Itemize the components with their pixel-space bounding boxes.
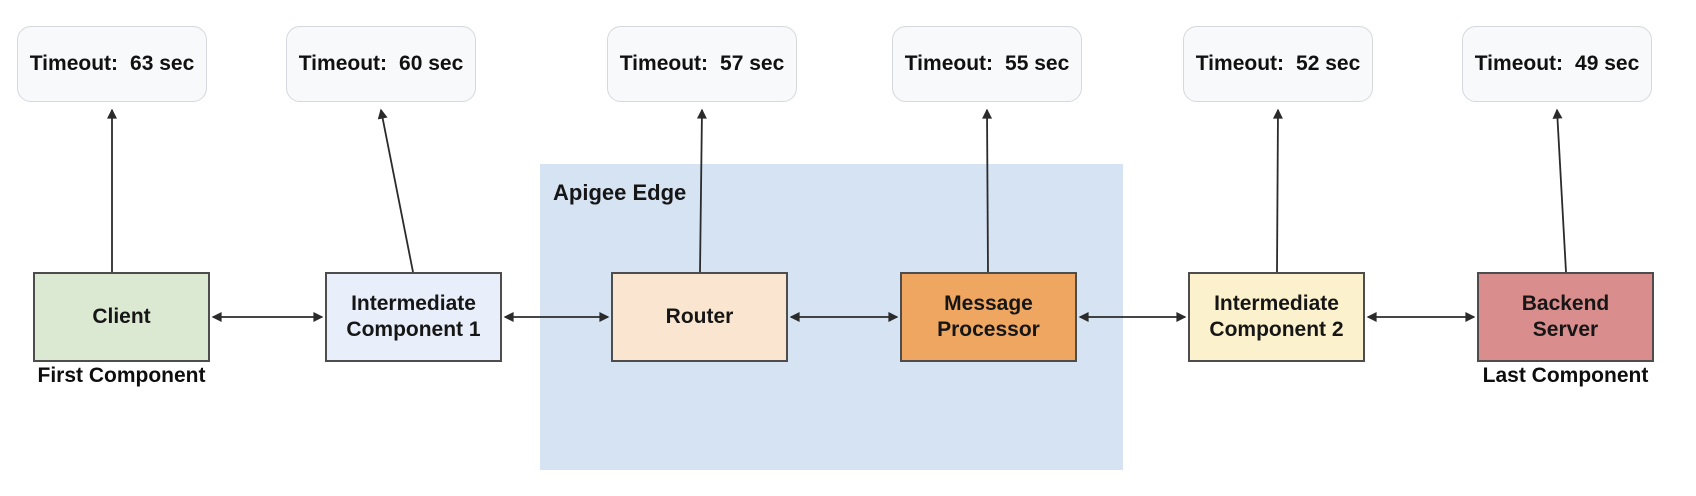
first-component-caption: First Component xyxy=(37,364,206,387)
component-label: Intermediate xyxy=(351,292,476,315)
component-label: Intermediate xyxy=(1214,292,1339,315)
timeout-label: Timeout: xyxy=(904,52,994,75)
timeout-value: 52 sec xyxy=(1296,52,1361,75)
component-box-client: Client xyxy=(33,272,210,362)
timeout-label: Timeout: xyxy=(1195,52,1285,75)
timeout-value: 60 sec xyxy=(399,52,464,75)
arrow-intermediate-2-timeout xyxy=(1272,108,1283,273)
last-component-caption: Last Component xyxy=(1482,364,1649,387)
arrow-intermediate-1-timeout xyxy=(377,108,414,273)
timeout-value: 55 sec xyxy=(1005,52,1070,75)
component-label-line-2: Server xyxy=(1532,318,1599,341)
timeout-value: 63 sec xyxy=(130,52,195,75)
timeout-label: Timeout: xyxy=(298,52,388,75)
arrow-message-processor-timeout xyxy=(982,108,993,273)
timeout-badge-intermediate-2: Timeout: 52 sec xyxy=(1183,26,1373,102)
component-label-line-2: Component 2 xyxy=(1209,318,1344,341)
component-label: Router xyxy=(665,305,734,328)
component-label-line-2: Processor xyxy=(937,318,1040,341)
component-label: Client xyxy=(92,305,151,328)
timeout-value: 57 sec xyxy=(720,52,785,75)
timeout-value: 49 sec xyxy=(1575,52,1640,75)
timeout-label: Timeout: xyxy=(29,52,119,75)
component-box-router: Router xyxy=(611,272,788,362)
apigee-edge-label: Apigee Edge xyxy=(553,180,687,205)
component-label: Backend xyxy=(1521,292,1610,315)
timeout-badge-message-processor: Timeout: 55 sec xyxy=(892,26,1082,102)
timeout-badge-client: Timeout: 63 sec xyxy=(17,26,207,102)
arrow-router-timeout xyxy=(696,108,707,273)
timeout-badge-backend: Timeout: 49 sec xyxy=(1462,26,1652,102)
timeout-label: Timeout: xyxy=(1474,52,1564,75)
component-label-line-2: Component 1 xyxy=(346,318,481,341)
arrow-backend-timeout xyxy=(1552,108,1567,273)
component-label: Message xyxy=(944,292,1033,315)
timeout-badge-intermediate-1: Timeout: 60 sec xyxy=(286,26,476,102)
timeout-label: Timeout: xyxy=(619,52,709,75)
timeout-badge-router: Timeout: 57 sec xyxy=(607,26,797,102)
